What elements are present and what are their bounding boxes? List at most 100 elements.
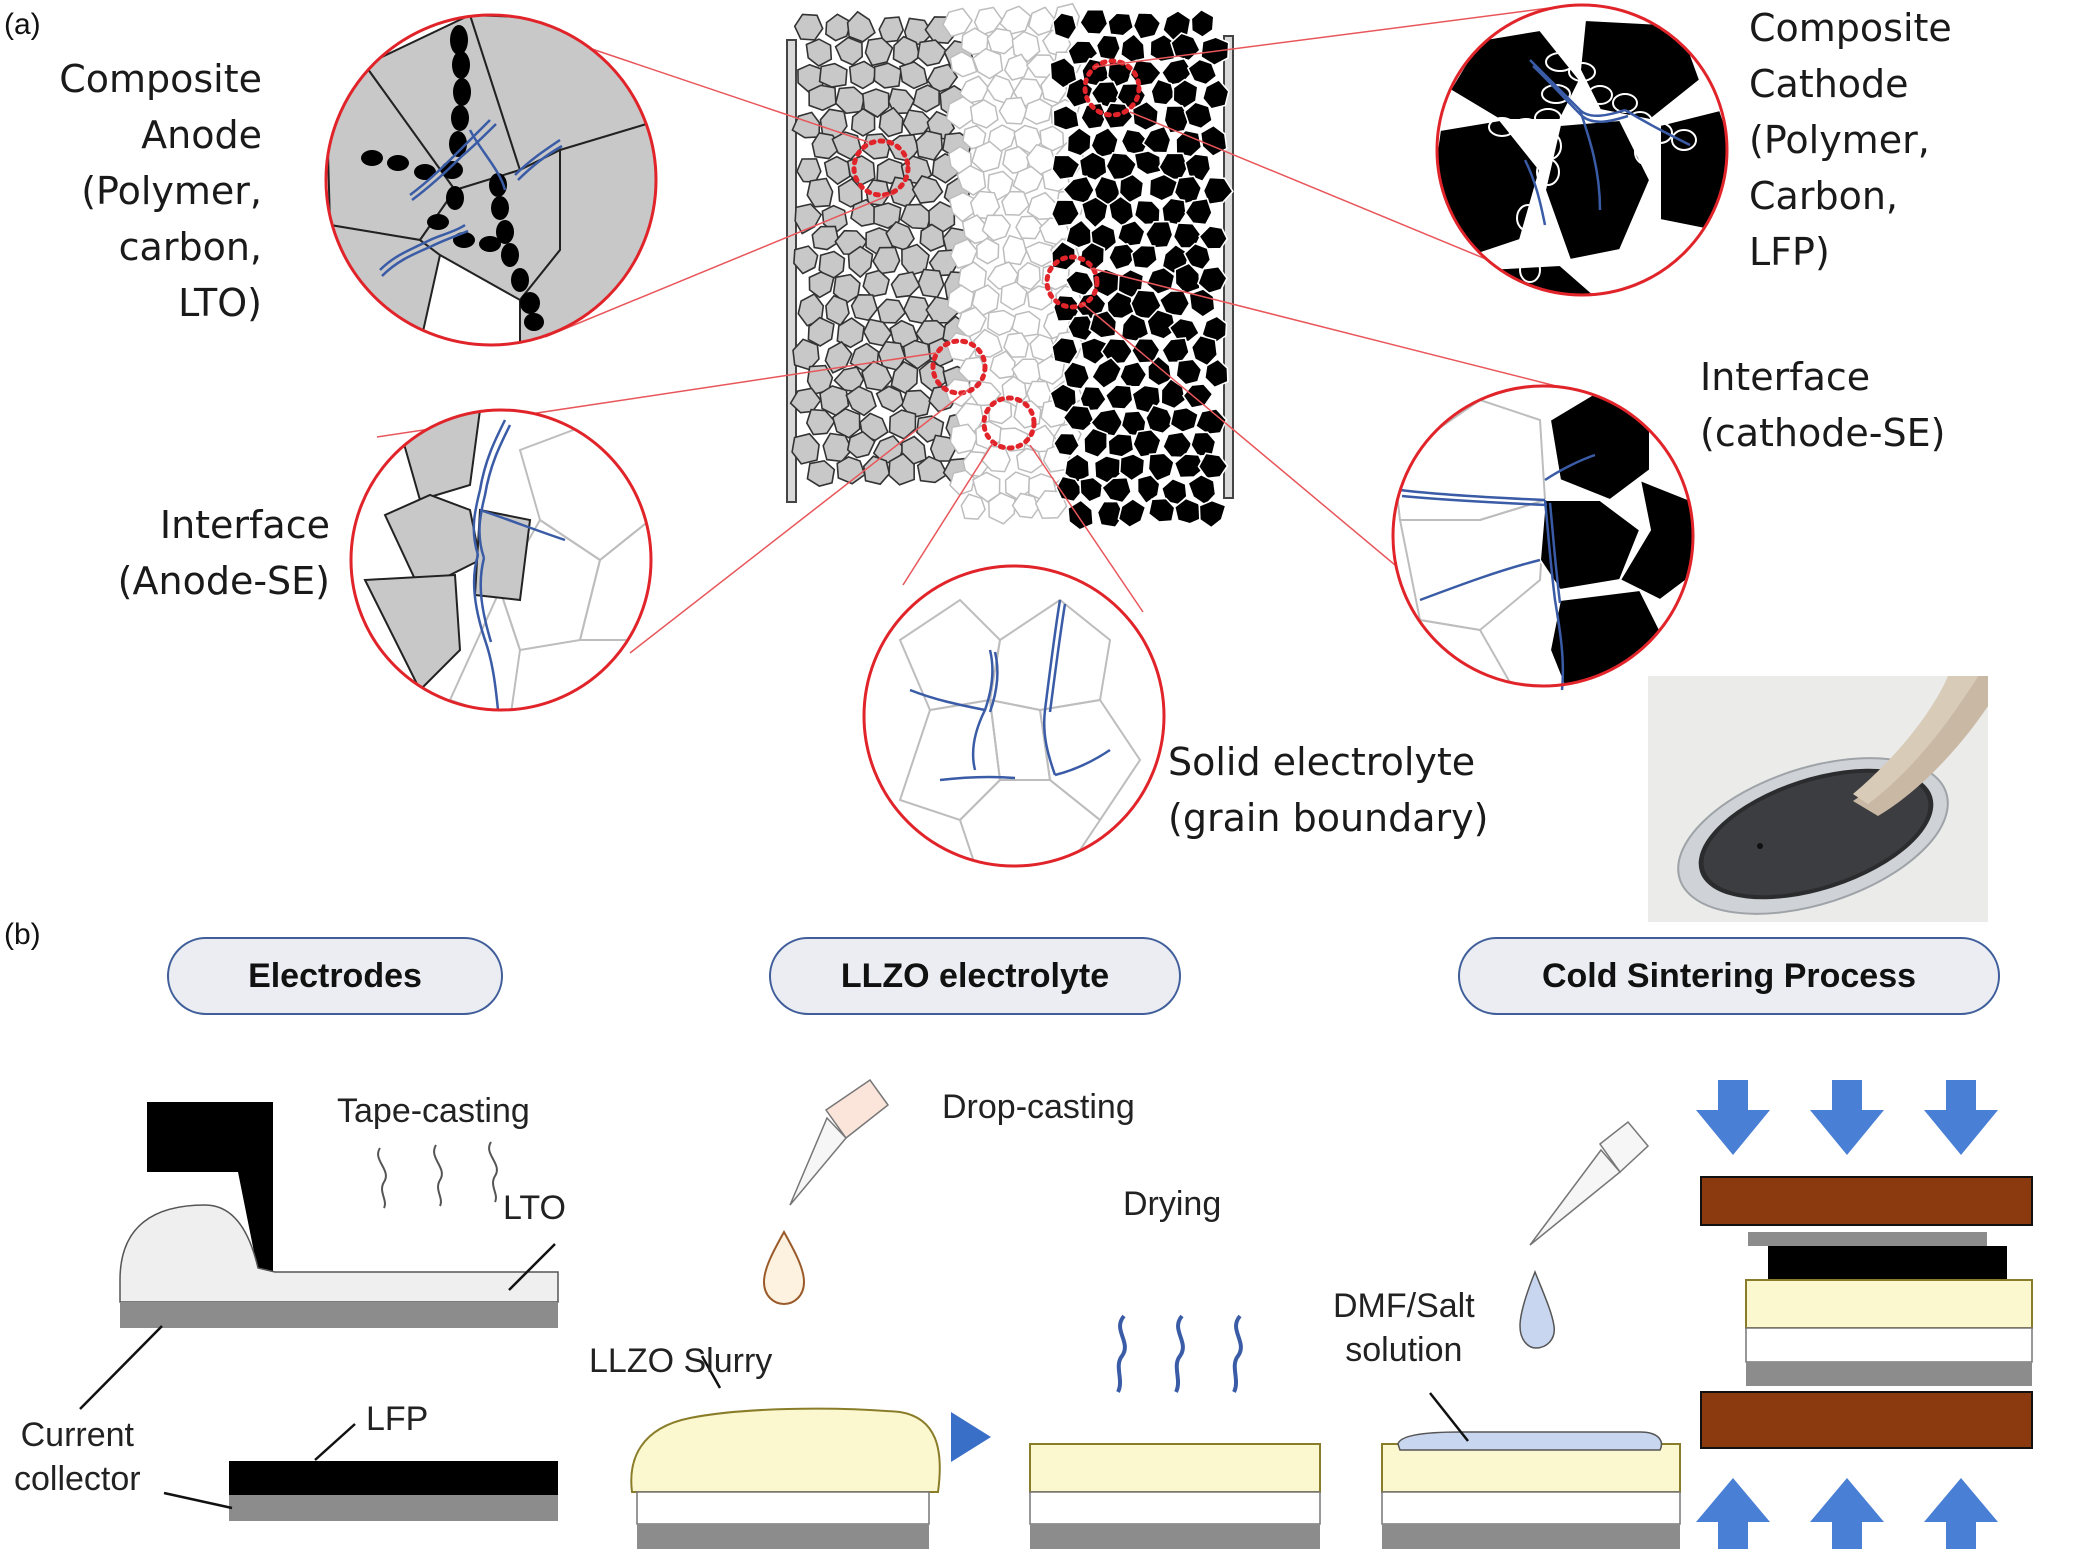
lfp-leader <box>314 1423 356 1461</box>
cathode-grain <box>1174 262 1201 295</box>
cathode-grain <box>1202 176 1234 206</box>
label-composite-cathode: Composite Cathode (Polymer, Carbon, LFP) <box>1749 0 2049 280</box>
cathode-grain <box>1116 219 1146 248</box>
anode-line-2: Anode <box>141 113 262 157</box>
stack-grey-top <box>1748 1232 1987 1246</box>
anode-grain <box>807 316 835 347</box>
substrate-grey-2 <box>1030 1524 1320 1549</box>
collector-leader <box>79 1325 163 1410</box>
cathode-grain <box>1066 126 1092 157</box>
anode-grain <box>825 13 852 42</box>
anode-grain <box>834 86 866 115</box>
label-interface-anode: Interface (Anode-SE) <box>90 497 330 609</box>
cathode-grain <box>1146 308 1177 340</box>
zoom-composite-cathode <box>1435 3 1729 297</box>
slurry-droplet <box>762 1229 806 1306</box>
anode-grain <box>917 268 945 299</box>
anode-grain <box>806 177 834 208</box>
anode-grain <box>859 412 889 442</box>
cathode-grain <box>1083 427 1108 459</box>
electrolyte-grain <box>1027 6 1055 36</box>
cathode-grain <box>1106 290 1135 320</box>
electrolyte-grain <box>969 99 999 129</box>
cathode-grain <box>1184 153 1212 183</box>
collector-lfp <box>229 1495 558 1521</box>
press-arrows-top <box>1696 1080 1998 1155</box>
anode-line-5: LTO) <box>178 281 262 325</box>
label-dmf-salt: DMF/Salt solution <box>1333 1284 1475 1372</box>
anode-grain <box>919 223 946 252</box>
dmf-drawing <box>1381 1120 1681 1549</box>
lto-slurry <box>119 1204 559 1303</box>
cathode-grain <box>1107 12 1135 37</box>
llzo-layer-3 <box>1381 1443 1681 1493</box>
anode-grain <box>846 430 876 459</box>
cathode-grain <box>1118 453 1146 482</box>
pipette-bulb <box>824 1078 890 1140</box>
anode-grain <box>850 107 876 137</box>
electrolyte-grain <box>998 96 1028 125</box>
anode-grain <box>875 385 905 413</box>
cathode-grain <box>1079 8 1109 36</box>
cathode-grain <box>1079 385 1108 412</box>
collector2-leader <box>163 1491 233 1510</box>
electrolyte-grain <box>1024 241 1054 268</box>
anode-grain <box>797 292 825 327</box>
cathode-grain <box>1095 34 1122 62</box>
electrolyte-grain <box>972 471 1001 503</box>
anode-line-1: Composite <box>59 57 262 101</box>
cathode-grain <box>1147 452 1175 483</box>
polymer-anode <box>379 119 563 277</box>
cold-sintering-drawing <box>1696 1080 2033 1549</box>
label-lto: LTO <box>503 1189 566 1227</box>
dmf-line-2: solution <box>1345 1331 1463 1369</box>
marker-interface-anode <box>930 338 988 396</box>
anode-grain <box>805 38 833 67</box>
cathode-grain <box>1161 337 1190 364</box>
stack-lto <box>1745 1327 2033 1363</box>
cathode-grain <box>1052 432 1081 457</box>
cathode-grain <box>1062 404 1096 432</box>
cathode-grain <box>1051 336 1079 366</box>
cathode-grain <box>1188 288 1216 318</box>
cathode-grain <box>1130 244 1159 270</box>
cathode-grain <box>1150 78 1176 106</box>
electrolyte-grain <box>1000 281 1028 311</box>
cathode-grain <box>1062 360 1091 390</box>
llzo-slurry-mound <box>630 1407 941 1493</box>
electrolyte-grain <box>949 50 978 78</box>
anode-grain <box>872 246 901 275</box>
polymer-interface-anode <box>472 419 566 711</box>
anode-grain <box>818 250 846 281</box>
anode-grain <box>834 36 864 66</box>
header-cold-sintering: Cold Sintering Process <box>1458 937 2000 1015</box>
electrolyte-grain <box>946 284 975 315</box>
anode-grain <box>793 13 824 41</box>
cathode-grain <box>1169 406 1200 434</box>
cathode-current-collector <box>1223 35 1234 499</box>
label-tape-casting: Tape-casting <box>337 1092 530 1130</box>
doctor-blade <box>147 1102 273 1272</box>
drop-casting-drawing <box>630 1078 991 1549</box>
cathode-grain <box>1078 150 1108 182</box>
tape-casting-drawing <box>79 1102 559 1521</box>
pipette2-tip <box>1529 1148 1622 1246</box>
cathode-grain <box>1088 309 1118 339</box>
anode-grain <box>876 298 907 324</box>
cathode-line-5: LFP) <box>1749 230 1830 274</box>
label-current-collector: Current collector <box>14 1413 141 1501</box>
cathode-line-4: Carbon, <box>1749 174 1898 218</box>
substrate-white-1 <box>636 1491 930 1525</box>
label-drying: Drying <box>1123 1185 1222 1223</box>
cathode-grain <box>1091 268 1121 298</box>
interface-anode-line-2: (Anode-SE) <box>117 559 330 603</box>
cathode-grain <box>1090 356 1123 390</box>
anode-line-3: (Polymer, <box>81 169 262 213</box>
electrolyte-grain <box>960 493 986 520</box>
carbon-chain-anode <box>361 25 544 331</box>
cathode-line-2: Cathode <box>1749 62 1909 106</box>
vapor-lines-tape <box>377 1141 498 1209</box>
electrolyte-grain <box>1011 310 1041 337</box>
stack-lfp <box>1768 1246 2007 1280</box>
